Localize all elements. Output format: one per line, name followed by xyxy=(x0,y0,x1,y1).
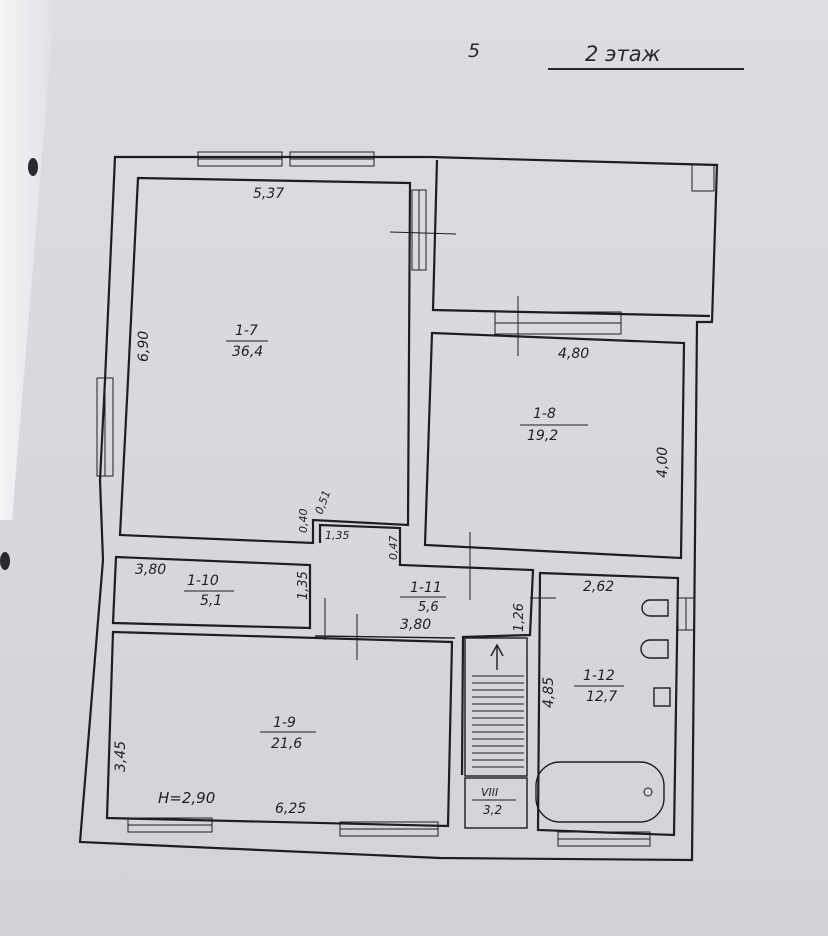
stair-arrow-head xyxy=(490,643,504,657)
dimension-label: 4,80 xyxy=(558,346,589,362)
window xyxy=(389,189,457,271)
floor-title: 2 этаж xyxy=(585,42,661,66)
room-area: 21,6 xyxy=(271,736,302,752)
room-label: 1-11 xyxy=(410,580,442,596)
room-1-10-outline xyxy=(111,555,312,630)
room-area: 19,2 xyxy=(527,428,558,444)
exterior-wall-outer xyxy=(78,155,719,862)
room-area: 3,2 xyxy=(483,803,502,817)
corner-shaft xyxy=(691,164,715,192)
hall-1-11-outline xyxy=(318,523,535,776)
dimension-label: 1,35 xyxy=(296,571,311,600)
window xyxy=(557,831,651,847)
bidet-fixture xyxy=(653,687,671,707)
binder-hole xyxy=(28,158,38,176)
room-label: 1-7 xyxy=(235,323,258,339)
room-1-12-outline xyxy=(536,571,680,837)
dimension-label: 4,85 xyxy=(541,677,557,708)
dimension-label: 4,00 xyxy=(655,447,671,478)
room-label: 1-10 xyxy=(187,573,219,589)
stair-steps xyxy=(472,675,524,768)
bathtub-drain xyxy=(643,787,653,797)
dimension-label: 5,37 xyxy=(253,186,284,202)
window xyxy=(197,151,375,167)
window xyxy=(127,817,439,837)
staircase xyxy=(464,637,528,777)
room-1-7-outline xyxy=(118,176,412,545)
toilet-fixture xyxy=(640,639,669,659)
dimension-label: 0,47 xyxy=(387,536,400,561)
room-1-8-outline xyxy=(423,331,686,560)
room-label: 1-9 xyxy=(273,715,296,731)
dimension-label: 0,40 xyxy=(297,509,310,534)
page-number: 5 xyxy=(468,40,481,62)
ceiling-height: H=2,90 xyxy=(158,789,215,807)
dimension-label: 3,45 xyxy=(113,741,129,772)
dimension-label: 3,80 xyxy=(400,617,431,633)
bathtub xyxy=(535,761,665,823)
room-label: VIII xyxy=(481,786,498,799)
binder-hole xyxy=(0,552,10,570)
window xyxy=(677,597,695,631)
dimension-label: 1,26 xyxy=(512,603,527,632)
dimension-label: 6,25 xyxy=(275,801,306,817)
room-area: 36,4 xyxy=(232,344,263,360)
sink-fixture xyxy=(641,599,669,617)
room-area: 5,1 xyxy=(200,593,222,609)
dimension-label: 2,62 xyxy=(583,579,614,595)
dimension-label: 6,90 xyxy=(136,331,152,362)
dimension-label: 3,80 xyxy=(135,562,166,578)
dimension-label: 1,35 xyxy=(325,529,350,542)
room-label: 1-8 xyxy=(533,406,556,422)
room-viii-outline xyxy=(464,777,528,829)
room-area: 12,7 xyxy=(586,689,617,705)
room-1-9-outline xyxy=(105,630,454,828)
room-label: 1-12 xyxy=(583,668,615,684)
window xyxy=(96,377,114,477)
room-area: 5,6 xyxy=(418,600,439,615)
window xyxy=(494,296,622,356)
hall-bottom-wall xyxy=(314,635,456,639)
dimension-label: 0,51 xyxy=(313,489,334,516)
title-underline xyxy=(548,68,744,70)
upper-right-area xyxy=(431,159,711,318)
